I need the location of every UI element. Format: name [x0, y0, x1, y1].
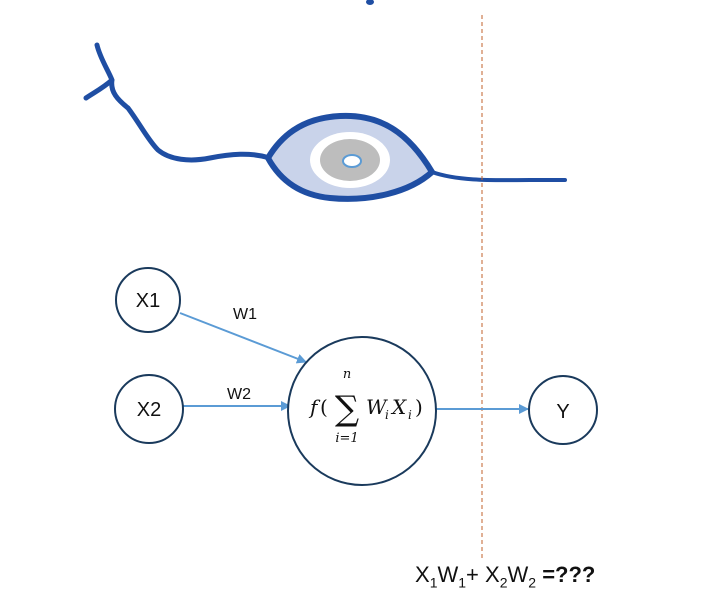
formula-w2-sub: 2: [528, 574, 537, 591]
weighted-sum-formula: X1W1+ X2W2 =???: [415, 562, 595, 590]
input-node-x2-label: X2: [137, 399, 161, 421]
neuron-nucleolus: [342, 154, 362, 168]
sigma-symbol: ∑: [335, 389, 359, 429]
weight-label-w2: W2: [227, 386, 251, 403]
weight-label-w1: W1: [233, 306, 257, 323]
input-node-x1: X1: [115, 267, 181, 333]
formula-result: =???: [542, 562, 596, 587]
neuron-dendrite: [83, 42, 273, 163]
speck-mark: [366, 0, 374, 5]
term-x-sub: i: [408, 408, 412, 422]
formula-x2-sub: 2: [499, 574, 508, 591]
function-close-paren: ): [415, 395, 423, 419]
formula-w1: W: [437, 562, 459, 587]
biological-neuron-illustration: [83, 42, 567, 202]
term-w: W: [366, 395, 388, 419]
formula-w2: W: [507, 562, 529, 587]
input-node-x1-label: X1: [136, 290, 160, 312]
output-node-y: Y: [528, 375, 598, 445]
formula-x2: X: [485, 562, 500, 587]
sum-upper-limit: n: [343, 367, 351, 382]
formula-plus: +: [466, 562, 479, 587]
formula-x1: X: [415, 562, 430, 587]
neuron-axon: [430, 170, 567, 183]
output-node-y-label: Y: [556, 401, 569, 423]
formula-x1-sub: 1: [429, 574, 438, 591]
term-w-sub: i: [385, 408, 389, 422]
function-open-paren: (: [320, 395, 328, 419]
arrow-x1-to-neuron: [179, 312, 307, 364]
sum-lower-limit: i=1: [335, 431, 358, 446]
formula-w1-sub: 1: [458, 574, 467, 591]
neuron-node: f ( n ∑ i=1 W i X i ): [287, 336, 437, 486]
term-x: X: [390, 395, 407, 419]
input-node-x2: X2: [114, 374, 184, 444]
